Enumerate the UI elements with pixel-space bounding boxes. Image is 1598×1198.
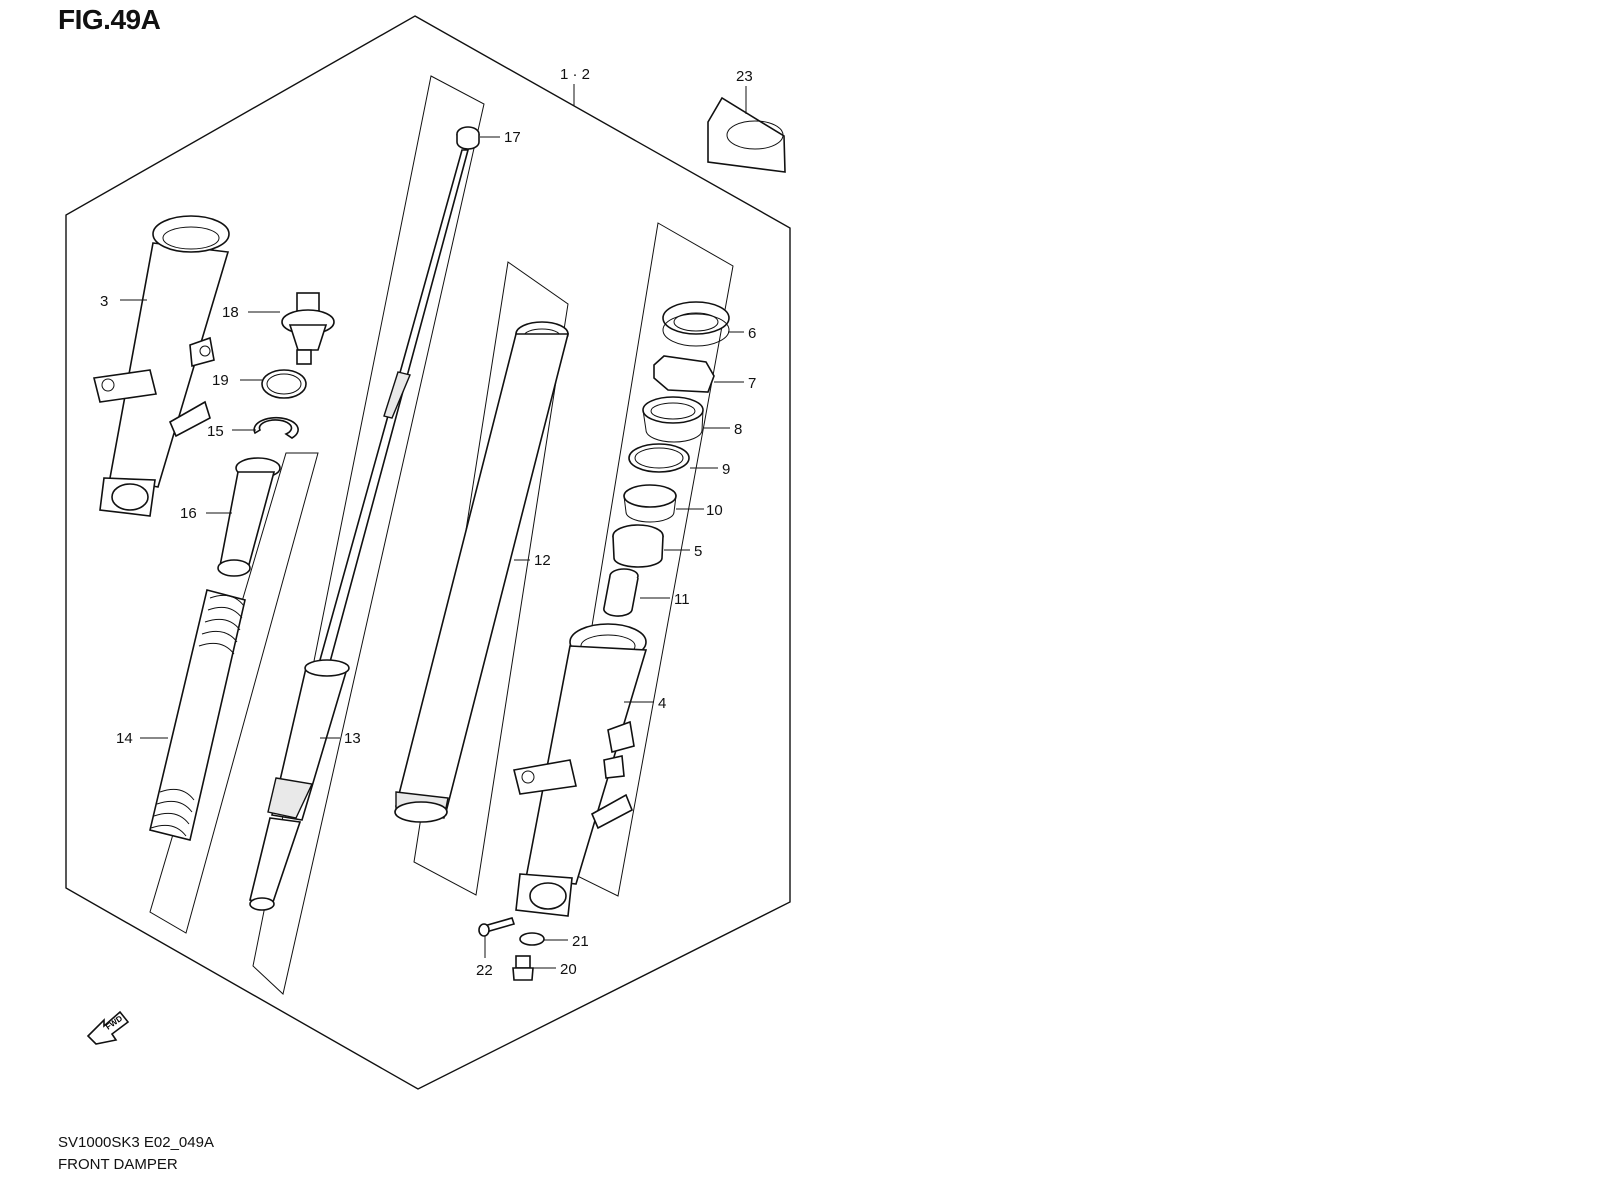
- lock-nut-part: [456, 126, 480, 150]
- callout-4: 4: [658, 695, 666, 712]
- callout-20: 20: [560, 961, 577, 978]
- callout-9: 9: [722, 461, 730, 478]
- callout-21: 21: [572, 933, 589, 950]
- callout-1-2: 1 · 2: [560, 66, 590, 83]
- washer-part: [628, 443, 690, 473]
- callout-7: 7: [748, 375, 756, 392]
- outer-tube-left-part: [93, 215, 230, 517]
- callout-13: 13: [344, 730, 361, 747]
- fork-protector-part: [707, 96, 786, 173]
- fork-spring-part: [149, 589, 246, 841]
- figure-caption: FRONT DAMPER: [58, 1156, 178, 1173]
- axle-pinch-bolt-part: [478, 917, 516, 937]
- callout-10: 10: [706, 502, 723, 519]
- guide-metal-outer-part: [623, 484, 677, 523]
- guide-metal-part: [612, 524, 664, 568]
- figure-title: FIG.49A: [58, 4, 161, 35]
- o-ring-part: [261, 369, 307, 399]
- callout-23: 23: [736, 68, 753, 85]
- callout-12: 12: [534, 552, 551, 569]
- callout-16: 16: [180, 505, 197, 522]
- outer-tube-right-part: [513, 623, 648, 917]
- callout-18: 18: [222, 304, 239, 321]
- oil-seal-stopper-ring-part: [653, 355, 715, 393]
- callout-11: 11: [674, 591, 690, 608]
- callout-14: 14: [116, 730, 133, 747]
- slide-metal-part: [603, 568, 639, 617]
- spring-spacer-part: [217, 457, 281, 577]
- callout-5: 5: [694, 543, 702, 560]
- gasket-washer-part: [519, 932, 545, 946]
- forward-direction-badge: FWD: [86, 1010, 130, 1045]
- callout-17: 17: [504, 129, 521, 146]
- callout-6: 6: [748, 325, 756, 342]
- callout-22: 22: [476, 962, 493, 979]
- damper-adjuster-part: [281, 292, 335, 365]
- snap-ring-part: [253, 416, 299, 439]
- oil-seal-part: [642, 396, 704, 443]
- callout-19: 19: [212, 372, 229, 389]
- callout-3: 3: [100, 293, 108, 310]
- callout-15: 15: [207, 423, 224, 440]
- figure-footer: SV1000SK3 E02_049A FRONT DAMPER: [58, 1132, 214, 1176]
- damper-rod-part: [249, 149, 470, 911]
- dust-seal-part: [662, 301, 730, 347]
- inner-tube-part: [394, 321, 570, 823]
- callout-8: 8: [734, 421, 742, 438]
- drain-bolt-part: [512, 955, 534, 981]
- leader-lines: [120, 84, 747, 969]
- model-code: SV1000SK3 E02_049A: [58, 1134, 214, 1151]
- assembly-boundary: [65, 15, 791, 1090]
